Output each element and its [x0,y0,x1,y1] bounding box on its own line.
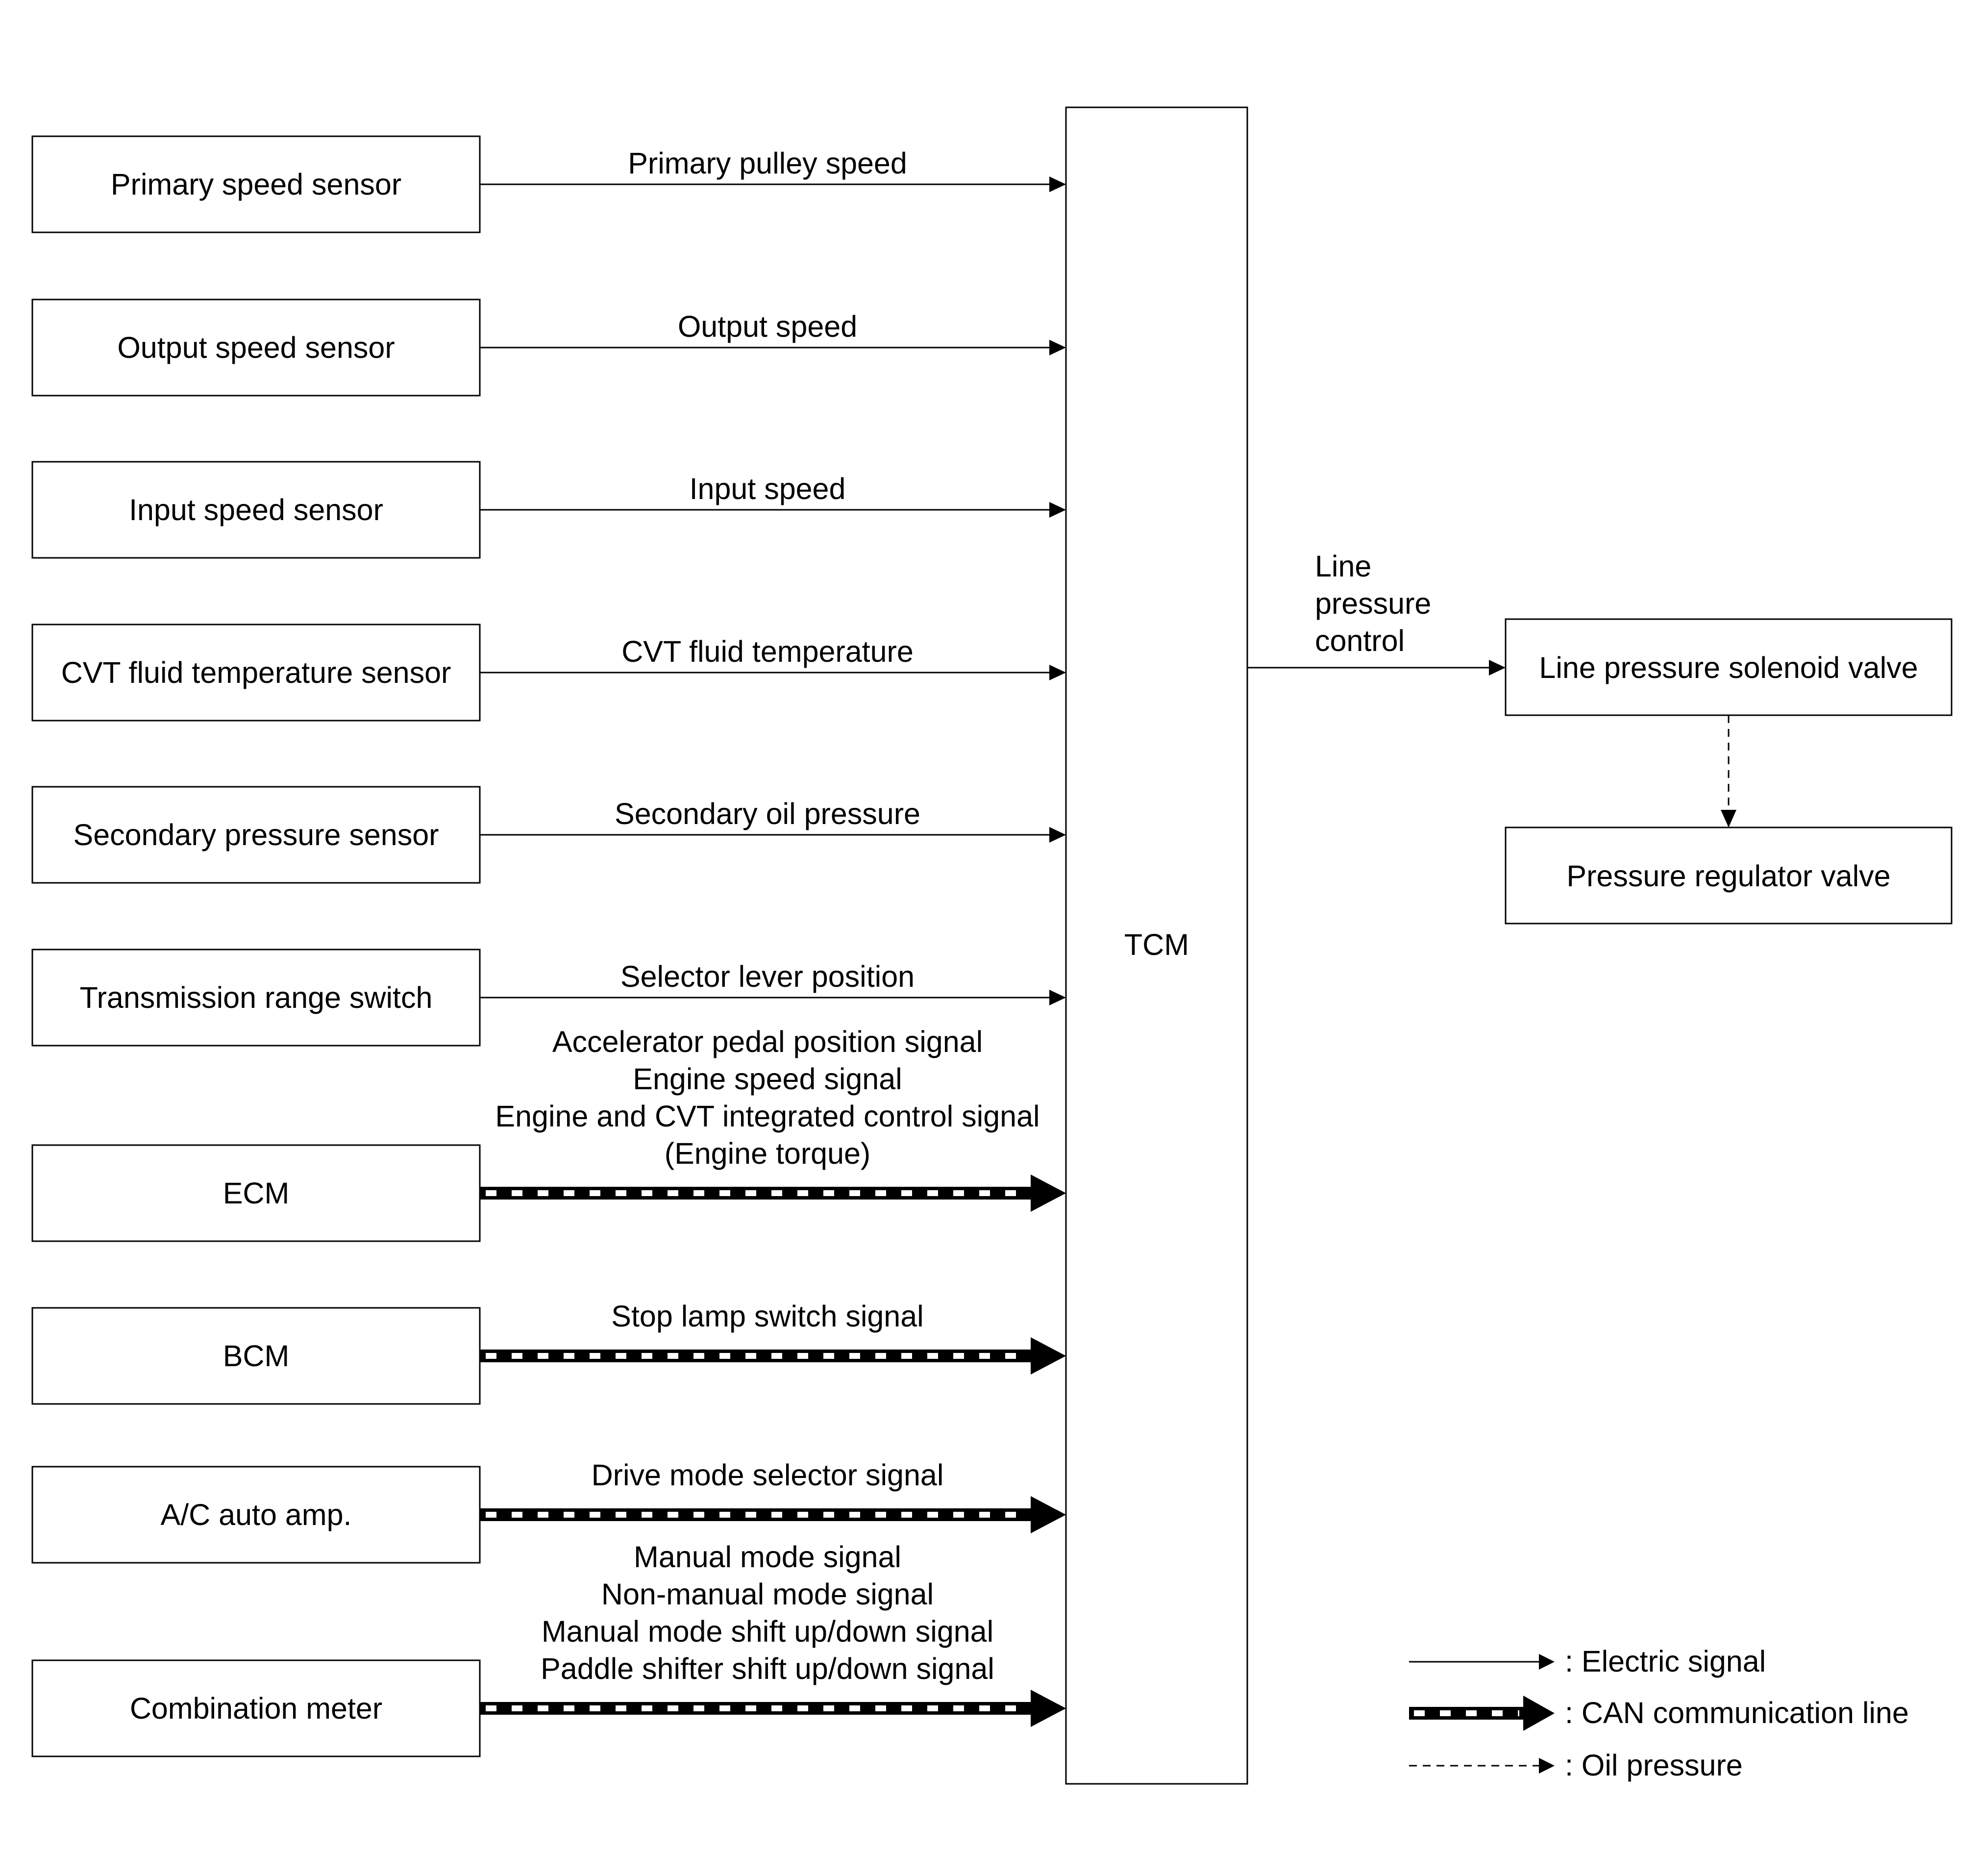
input-sec-pressure: Secondary pressure sensor Secondary oil p… [31,786,1066,884]
legend: : Electric signal : CAN communication li… [1409,1645,1909,1782]
input-input: Input speed sensor Input speed [31,461,1066,559]
ac-amp-label: A/C auto amp. [161,1498,352,1531]
sec-pressure-label: Secondary pressure sensor [74,818,439,851]
line-pressure-control-arrowhead [1489,660,1506,675]
pressure-regulator-valve-label: Pressure regulator valve [1566,859,1890,893]
ecm-signal-text: (Engine torque) [665,1137,870,1170]
legend-can-arrowhead [1523,1696,1555,1731]
ecm-signal-text: Accelerator pedal position signal [552,1025,983,1058]
output-arrowhead [1049,340,1066,355]
tcm-block: TCM [1065,106,1248,1785]
input-devices: Primary speed sensor Primary pulley speed… [31,135,1066,1757]
line-pressure-solenoid-valve-label: Line pressure solenoid valve [1539,651,1918,684]
input-ac-amp: A/C auto amp. Drive mode selector signal [31,1458,1066,1564]
range-switch-box [31,949,481,1047]
sec-pressure-signal-text: Secondary oil pressure [615,797,920,830]
legend-electric: : Electric signal [1409,1645,1766,1678]
output-box [31,299,481,397]
legend-can-label: : CAN communication line [1565,1696,1909,1729]
line-pressure-solenoid-valve-box: Line pressure solenoid valve [1505,618,1953,716]
bcm-arrowhead [1031,1337,1066,1375]
ac-amp-arrowhead [1031,1496,1066,1533]
range-switch-label: Transmission range switch [80,981,433,1014]
input-bcm: BCM Stop lamp switch signal [31,1300,1066,1405]
sec-pressure-box [31,786,481,884]
legend-oil-label: : Oil pressure [1565,1749,1743,1782]
bcm-label: BCM [223,1339,290,1373]
legend-electric-arrowhead [1539,1654,1555,1670]
ecm-arrowhead [1031,1175,1066,1212]
cvt-temp-signal-text: CVT fluid temperature [621,635,914,668]
legend-electric-label: : Electric signal [1565,1645,1766,1678]
input-arrowhead [1049,502,1066,518]
input-ecm: ECM Accelerator pedal position signalEngi… [31,1025,1066,1242]
input-primary: Primary speed sensor Primary pulley speed [31,135,1066,233]
ecm-signal-text: Engine and CVT integrated control signal [495,1100,1040,1133]
output-signal-text: Output speed [678,310,857,343]
combi-meter-signal-text: Non-manual mode signal [601,1577,934,1611]
tcm-label: TCM [1124,928,1189,961]
bcm-box [31,1307,481,1405]
input-signal-text: Input speed [690,472,846,505]
input-cvt-temp: CVT fluid temperature sensor CVT fluid te… [31,624,1066,722]
ecm-signal-text: Engine speed signal [633,1062,902,1096]
primary-arrowhead [1049,176,1066,192]
ecm-label: ECM [223,1176,290,1210]
input-combi-meter: Combination meter Manual mode signalNon-m… [31,1540,1066,1757]
primary-signal-text: Primary pulley speed [628,147,907,180]
input-label: Input speed sensor [129,493,383,526]
combi-meter-label: Combination meter [130,1692,382,1725]
input-output: Output speed sensor Output speed [31,299,1066,397]
primary-box [31,135,481,233]
output-signal-line-1: Line [1315,550,1371,583]
bcm-signal-text: Stop lamp switch signal [611,1300,923,1333]
cvt-temp-label: CVT fluid temperature sensor [61,656,451,689]
legend-can: : CAN communication line [1409,1696,1909,1731]
range-switch-arrowhead [1049,990,1066,1005]
sec-pressure-arrowhead [1049,827,1066,843]
combi-meter-signal-text: Manual mode signal [634,1540,901,1574]
output-signal-line-2: pressure [1315,587,1431,620]
cvt-temp-box [31,624,481,722]
combi-meter-signal-text: Paddle shifter shift up/down signal [541,1652,994,1685]
combi-meter-signal-text: Manual mode shift up/down signal [542,1615,993,1648]
combi-meter-box [31,1659,481,1757]
cvt-temp-arrowhead [1049,665,1066,680]
input-box [31,461,481,559]
legend-oil: : Oil pressure [1409,1749,1743,1782]
output-label: Output speed sensor [117,331,395,364]
ac-amp-signal-text: Drive mode selector signal [592,1458,944,1492]
output-signal-line-3: control [1315,624,1405,657]
legend-oil-arrowhead [1539,1758,1555,1774]
output-side: Line pressure control Line pressure sole… [1247,550,1953,925]
range-switch-signal-text: Selector lever position [620,960,915,993]
input-range-switch: Transmission range switch Selector lever … [31,949,1066,1047]
primary-label: Primary speed sensor [111,168,401,201]
oil-pressure-arrowhead [1721,810,1736,827]
pressure-regulator-valve-box: Pressure regulator valve [1505,826,1953,925]
combi-meter-arrowhead [1031,1690,1066,1727]
ac-amp-box [31,1466,481,1564]
